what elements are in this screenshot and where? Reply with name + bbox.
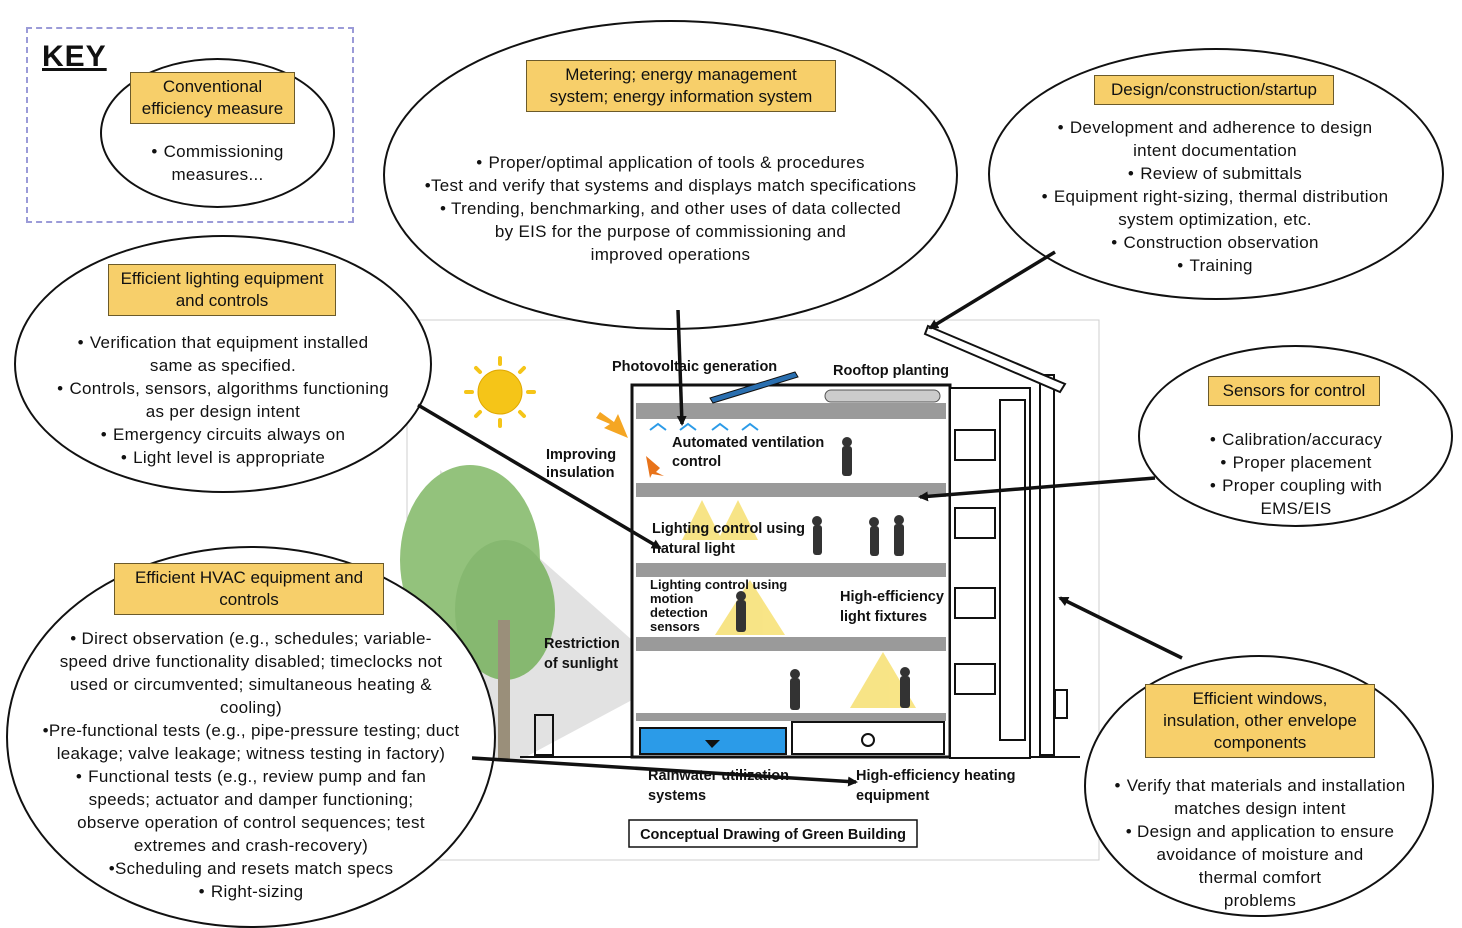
drawing-caption: Conceptual Drawing of Green Building [640,827,906,843]
key-border [26,27,354,223]
sunlight-label-2: of sunlight [544,656,618,672]
fixtures-label-2: light fixtures [840,609,927,625]
insulation-label-1: Improving [546,447,616,463]
sensors-items: Calibration/accuracy Proper placement Pr… [1148,428,1444,520]
key-title: KEY [42,40,107,73]
photovoltaic-label: Photovoltaic generation [612,359,777,375]
design-items: Development and adherence to design inte… [1000,116,1430,277]
lighting-items: Verification that equipment installed sa… [22,331,424,469]
motion-label-1: Lighting control using [650,577,787,592]
design-label: Design/construction/startup [1094,75,1334,105]
insulation-label-2: insulation [546,465,614,481]
windows-label: Efficient windows,insulation, other enve… [1145,684,1375,758]
motion-label-3: detection [650,605,708,620]
rainwater-label-2: systems [648,788,706,804]
windows-items: Verify that materials and installation m… [1092,774,1428,912]
ventilation-label-1: Automated ventilation [672,435,824,451]
heating-label-2: equipment [856,788,929,804]
heating-label-1: High-efficiency heating [856,768,1016,784]
motion-label-4: sensors [650,619,700,634]
sensors-label: Sensors for control [1208,376,1380,406]
natural-light-label-2: natural light [652,541,735,557]
ventilation-label-2: control [672,454,721,470]
rainwater-label-1: Rainwater utilization [648,768,789,784]
rooftop-planting-label: Rooftop planting [833,363,949,379]
fixtures-label-1: High-efficiency [840,589,944,605]
key-items: Commissioningmeasures... [110,140,325,186]
hvac-items: • Direct observation (e.g., schedules; v… [10,627,492,903]
motion-label-2: motion [650,591,693,606]
metering-items: Proper/optimal application of tools & pr… [388,151,953,266]
natural-light-label-1: Lighting control using [652,521,805,537]
sunlight-label-1: Restriction [544,636,620,652]
